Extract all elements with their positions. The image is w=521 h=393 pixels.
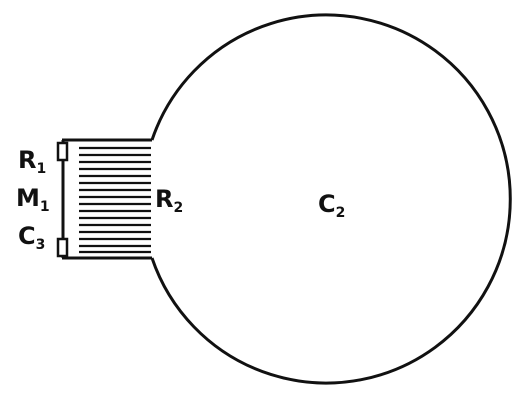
- contact-top: [56, 141, 69, 162]
- capacitor-c2-outline: [150, 13, 512, 385]
- label-r1: R1: [18, 146, 46, 177]
- label-c3: C3: [18, 222, 45, 253]
- label-c2: C2: [318, 190, 345, 221]
- contact-bottom: [56, 237, 69, 258]
- resistor-r2-hatching: [79, 146, 151, 254]
- label-m1: M1: [16, 184, 50, 215]
- label-r2: R2: [155, 185, 183, 216]
